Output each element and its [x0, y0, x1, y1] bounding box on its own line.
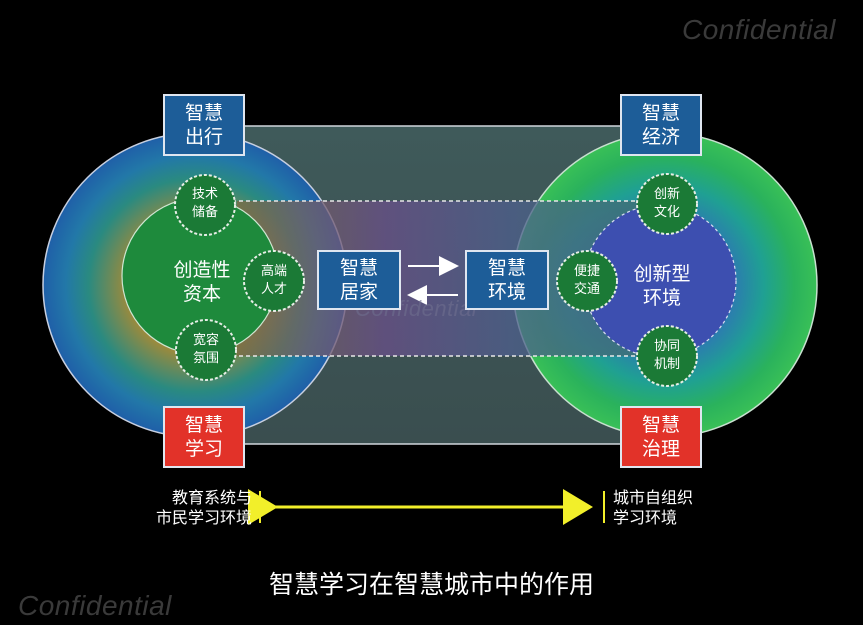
box-smart-mobility-line2: 出行: [184, 126, 223, 148]
center-band: [237, 201, 660, 356]
bottom-left-label: 教育系统与 市民学习环境: [128, 488, 252, 528]
right-satellite-2-line2: 交通: [573, 282, 600, 297]
page-title: 智慧学习在智慧城市中的作用: [268, 570, 594, 599]
box-smart-governance: 智慧 治理: [620, 406, 702, 468]
box-smart-governance-line2: 治理: [641, 438, 680, 460]
left-satellite-3: [175, 319, 237, 381]
right-satellite-3-line2: 机制: [653, 357, 680, 372]
left-satellite-2-label: 高端 人才: [249, 263, 299, 299]
box-smart-economy: 智慧 经济: [620, 94, 702, 156]
bottom-left-line2: 市民学习环境: [155, 508, 252, 527]
right-satellite-3: [636, 325, 698, 387]
left-satellite-2-line2: 人才: [260, 282, 287, 297]
box-smart-learning-line2: 学习: [184, 438, 223, 460]
left-satellite-3-line2: 氛围: [192, 351, 219, 366]
left-core-line2: 资本: [182, 283, 221, 305]
right-satellite-2: [556, 250, 618, 312]
left-satellite-3-line1: 宽容: [192, 333, 219, 348]
box-smart-environment: 智慧 环境: [465, 250, 549, 310]
box-smart-mobility-line1: 智慧: [184, 102, 223, 124]
watermark-top: Confidential: [682, 14, 836, 45]
right-core-circle: [583, 204, 737, 358]
left-core-label: 创造性 资本: [158, 258, 246, 306]
right-satellite-2-line1: 便捷: [573, 264, 600, 279]
left-satellite-2: [243, 250, 305, 312]
right-core-line2: 环境: [642, 287, 681, 309]
right-satellite-1: [636, 173, 698, 235]
box-smart-environment-line1: 智慧: [487, 257, 526, 279]
left-satellite-1: [174, 174, 236, 236]
bottom-right-line2: 学习环境: [613, 508, 678, 527]
watermark-bottom: Confidential: [18, 590, 172, 621]
left-core-line1: 创造性: [173, 259, 231, 281]
right-core-line1: 创新型: [633, 263, 691, 285]
left-satellite-2-line1: 高端: [260, 264, 287, 279]
left-satellite-1-line1: 技术: [191, 187, 218, 202]
bottom-right-label: 城市自组织 学习环境: [613, 488, 743, 528]
bottom-left-line1: 教育系统与: [171, 488, 252, 507]
left-satellite-1-line2: 储备: [191, 205, 218, 220]
left-satellite-1-label: 技术 储备: [180, 186, 230, 222]
right-satellite-1-line1: 创新: [653, 187, 680, 202]
bottom-right-line1: 城市自组织: [613, 488, 694, 507]
box-smart-environment-line2: 环境: [487, 281, 526, 303]
box-smart-learning: 智慧 学习: [163, 406, 245, 468]
right-satellite-1-label: 创新 文化: [642, 186, 692, 222]
right-core-label: 创新型 环境: [618, 262, 706, 310]
right-satellite-1-line2: 文化: [653, 205, 680, 220]
box-smart-home-line2: 居家: [339, 281, 378, 303]
right-satellite-3-line1: 协同: [653, 339, 680, 354]
box-smart-home-line1: 智慧: [339, 257, 378, 279]
left-satellite-3-label: 宽容 氛围: [181, 332, 231, 368]
box-smart-mobility: 智慧 出行: [163, 94, 245, 156]
right-satellite-2-label: 便捷 交通: [562, 263, 612, 299]
box-smart-governance-line1: 智慧: [641, 414, 680, 436]
box-smart-economy-line2: 经济: [641, 126, 680, 148]
right-satellite-3-label: 协同 机制: [642, 338, 692, 374]
box-smart-economy-line1: 智慧: [641, 102, 680, 124]
box-smart-learning-line1: 智慧: [184, 414, 223, 436]
box-smart-home: 智慧 居家: [317, 250, 401, 310]
